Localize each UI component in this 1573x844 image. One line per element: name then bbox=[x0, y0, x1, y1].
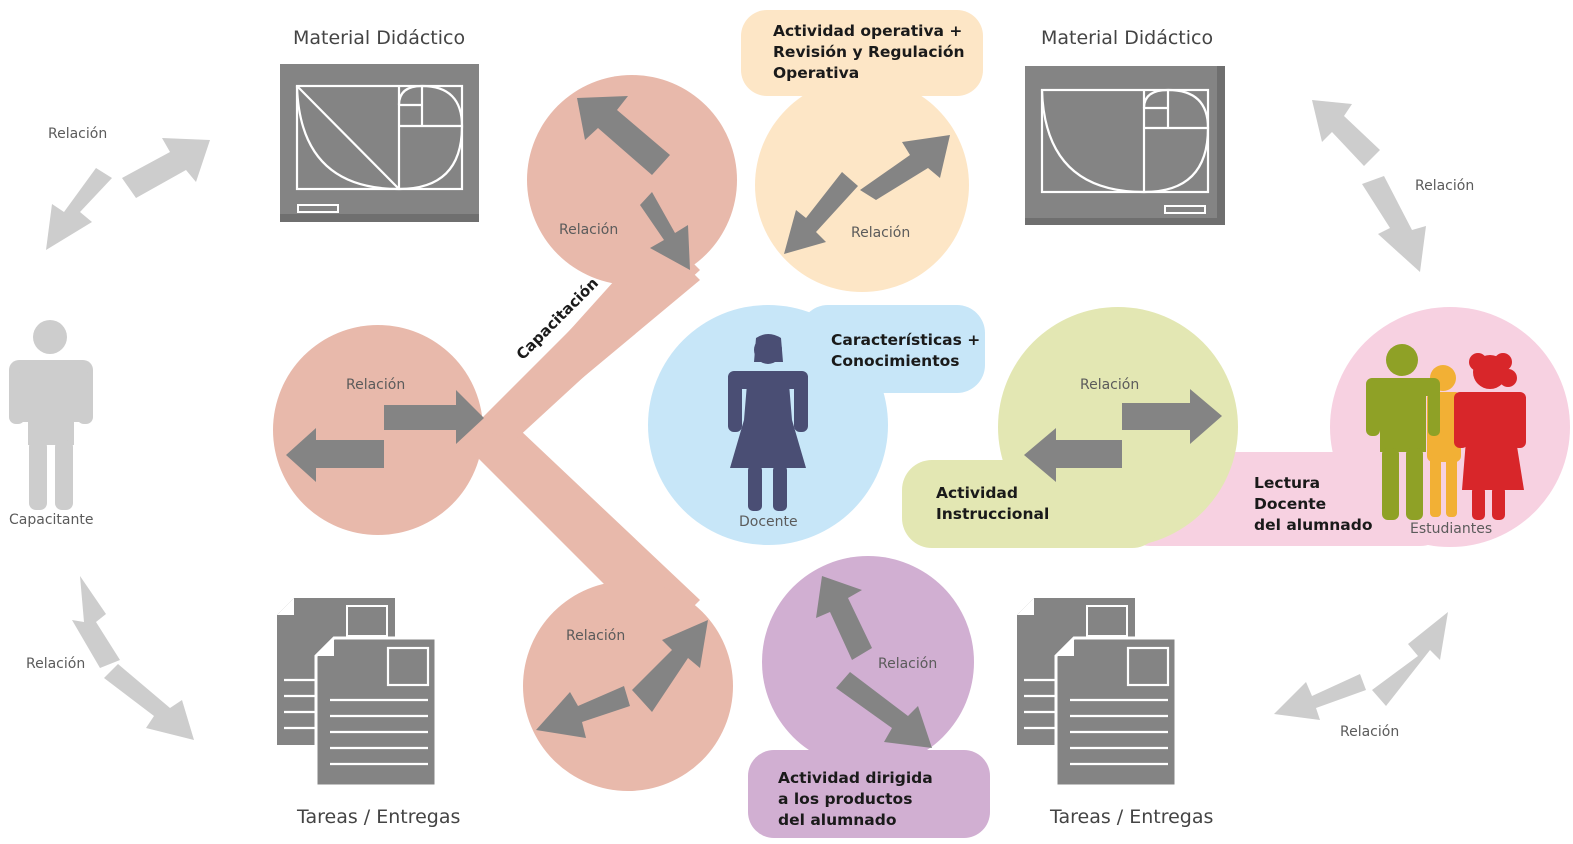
tareas-entregas-left-title: Tareas / Entregas bbox=[297, 806, 461, 828]
relacion-label: Relación bbox=[1340, 724, 1400, 740]
documents-icon bbox=[277, 598, 438, 788]
docente-woman-icon bbox=[728, 334, 808, 511]
estudiantes-label: Estudiantes bbox=[1410, 521, 1493, 537]
instruccional-text: Actividad Instruccional bbox=[936, 484, 1050, 523]
capacitante-label: Capacitante bbox=[9, 512, 94, 528]
relacion-label: Relación bbox=[1415, 178, 1475, 194]
caracteristicas-text: Características + Conocimientos bbox=[831, 331, 981, 370]
material-didactico-right-title: Material Didáctico bbox=[1041, 27, 1214, 49]
relacion-label: Relación bbox=[346, 377, 406, 393]
chalkboard-golden-ratio-icon bbox=[280, 64, 479, 222]
relation-arrows-dark bbox=[286, 96, 1222, 748]
material-didactico-left-title: Material Didáctico bbox=[293, 27, 466, 49]
relacion-label: Relación bbox=[48, 126, 108, 142]
chalkboard-golden-ratio-icon bbox=[1025, 66, 1225, 225]
relacion-label: Relación bbox=[559, 222, 619, 238]
relacion-label: Relación bbox=[1080, 377, 1140, 393]
relacion-label: Relación bbox=[851, 225, 911, 241]
estudiantes-group-icon bbox=[1366, 344, 1526, 520]
docente-label: Docente bbox=[739, 514, 798, 530]
productos-text: Actividad dirigida a los productos del a… bbox=[778, 769, 933, 829]
capacitante-person-icon bbox=[9, 320, 93, 510]
lectura-text: Lectura Docente del alumnado bbox=[1254, 474, 1373, 534]
relacion-label: Relación bbox=[26, 656, 86, 672]
relacion-label: Relación bbox=[878, 656, 938, 672]
operativa-text: Actividad operativa + Revisión y Regulac… bbox=[773, 22, 965, 82]
relation-arrows-light bbox=[46, 100, 1448, 740]
relacion-label: Relación bbox=[566, 628, 626, 644]
tareas-entregas-right-title: Tareas / Entregas bbox=[1050, 806, 1214, 828]
documents-icon bbox=[1017, 598, 1178, 788]
instruccional-shape bbox=[902, 307, 1238, 548]
